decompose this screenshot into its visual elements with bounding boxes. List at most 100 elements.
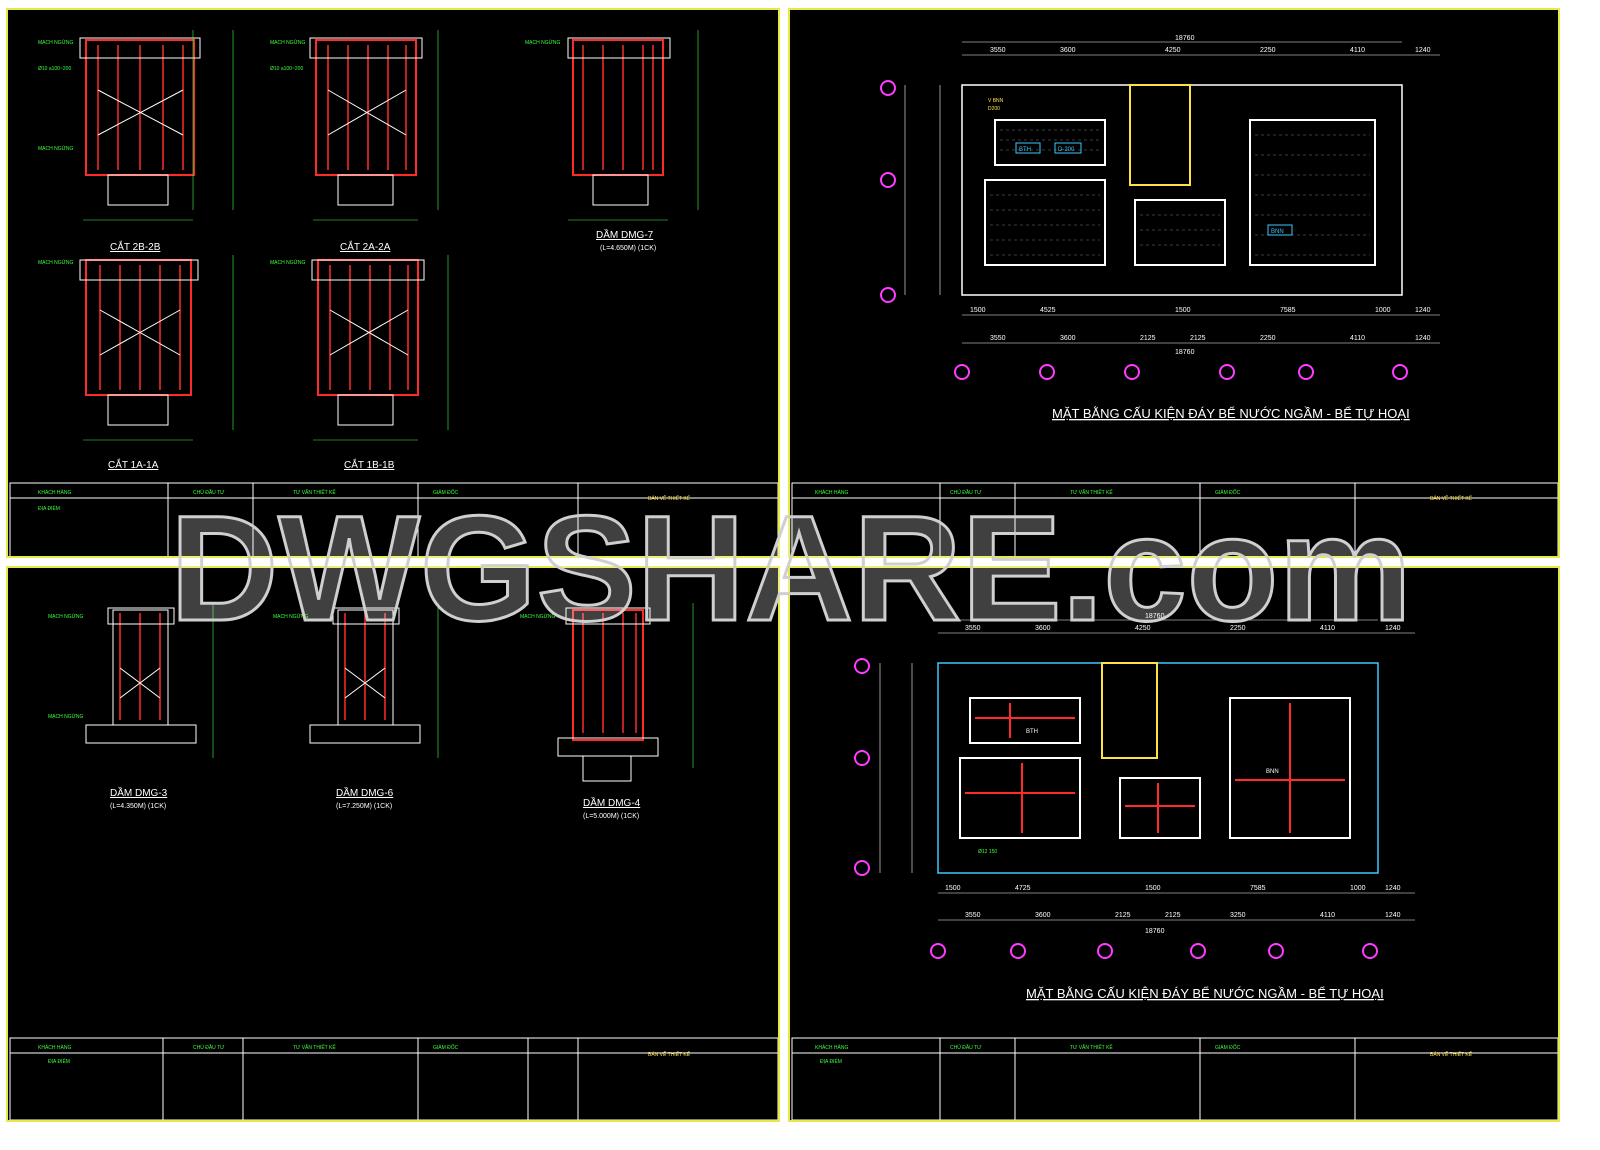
svg-text:MẠCH NGỪNG: MẠCH NGỪNG bbox=[270, 39, 305, 46]
owner-label: KHÁCH HÀNG bbox=[815, 489, 848, 496]
svg-text:MẠCH NGỪNG: MẠCH NGỪNG bbox=[520, 613, 555, 620]
section-2b: MẠCH NGỪNG Ø10 a100~200 MẠCH NGỪNG CẮT 2… bbox=[38, 30, 234, 253]
drawing-label: BẢN VẼ THIẾT KẾ bbox=[1430, 1051, 1473, 1058]
dim-bottom: 2125 bbox=[1115, 912, 1131, 919]
dim-bottom: 4110 bbox=[1350, 335, 1365, 342]
overall-dimension: 18760 bbox=[1175, 349, 1195, 356]
dim-bottom: 1500 bbox=[945, 885, 961, 892]
dim-top: 4110 bbox=[1320, 625, 1335, 632]
dim-top: 4250 bbox=[1165, 47, 1181, 54]
consultant-label: TƯ VẤN THIẾT KẾ bbox=[293, 489, 336, 496]
dim-bottom: 1240 bbox=[1385, 885, 1401, 892]
section-1b: MẠCH NGỪNG CẮT 1B-1B bbox=[270, 255, 449, 471]
consultant-label: TƯ VẤN THIẾT KẾ bbox=[293, 1044, 336, 1051]
grid-bubbles bbox=[854, 658, 1378, 959]
section-title: DẦM DMG-6 bbox=[336, 786, 394, 799]
sheet-top-left-drawing: MẠCH NGỪNG Ø10 a100~200 MẠCH NGỪNG CẮT 2… bbox=[9, 30, 778, 556]
dim-top: 3550 bbox=[965, 625, 981, 632]
dim-bottom: 1240 bbox=[1415, 307, 1431, 314]
section-subtitle: (L=4.650M) (1CK) bbox=[600, 245, 656, 252]
investor-label: CHỦ ĐẦU TƯ bbox=[950, 489, 982, 496]
consultant-label: TƯ VẤN THIẾT KẾ bbox=[1070, 1044, 1113, 1051]
director-label: GIÁM ĐỐC bbox=[433, 489, 459, 496]
investor-label: CHỦ ĐẦU TƯ bbox=[193, 1044, 225, 1051]
dim-bottom: 2125 bbox=[1190, 335, 1206, 342]
dim-bottom: 7585 bbox=[1250, 885, 1266, 892]
tag: D200 bbox=[988, 106, 1000, 112]
section-title: CẮT 1B-1B bbox=[344, 458, 395, 471]
investor-label: CHỦ ĐẦU TƯ bbox=[950, 1044, 982, 1051]
dim-top: 3600 bbox=[1035, 625, 1051, 632]
section-title: DẦM DMG-3 bbox=[110, 786, 168, 799]
dim-top: 3550 bbox=[990, 47, 1006, 54]
svg-text:MẠCH NGỪNG: MẠCH NGỪNG bbox=[38, 259, 73, 266]
tag: D-200 bbox=[1058, 147, 1075, 153]
svg-text:MẠCH NGỪNG: MẠCH NGỪNG bbox=[270, 259, 305, 266]
svg-text:MẠCH NGỪNG: MẠCH NGỪNG bbox=[38, 39, 73, 46]
dim-bottom: 2125 bbox=[1140, 335, 1156, 342]
sheet-bottom-right[interactable]: 18760 3550 3600 4250 2250 4110 1240 1500… bbox=[788, 566, 1560, 1122]
dim-bottom: 3600 bbox=[1060, 335, 1076, 342]
sheet-bottom-left[interactable]: MẠCH NGỪNG MẠCH NGỪNG DẦM DMG-3 (L=4.350… bbox=[6, 566, 780, 1122]
svg-text:MẠCH NGỪNG: MẠCH NGỪNG bbox=[525, 39, 560, 46]
drawing-label: BẢN VẼ THIẾT KẾ bbox=[648, 495, 691, 502]
dim-bottom: 4110 bbox=[1320, 912, 1335, 919]
dim-bottom: 3550 bbox=[990, 335, 1006, 342]
dim-bottom: 3550 bbox=[965, 912, 981, 919]
location-label: ĐỊA ĐIỂM bbox=[38, 505, 60, 512]
location-label: ĐỊA ĐIỂM bbox=[820, 1058, 842, 1065]
dim-top: 4110 bbox=[1350, 47, 1365, 54]
dim-bottom: 4725 bbox=[1015, 885, 1031, 892]
overall-dimension: 18760 bbox=[1175, 35, 1195, 42]
dim-bottom: 1000 bbox=[1375, 307, 1391, 314]
tag: Ø12 150 bbox=[978, 849, 997, 855]
svg-text:MẠCH NGỪNG: MẠCH NGỪNG bbox=[38, 145, 73, 152]
investor-label: CHỦ ĐẦU TƯ bbox=[193, 489, 225, 496]
section-dmg4: MẠCH NGỪNG DẦM DMG-4 (L=5.000M) (1CK) bbox=[520, 603, 694, 820]
sheet-top-right-drawing: 18760 3550 3600 4250 2250 4110 1240 1500… bbox=[791, 35, 1558, 556]
director-label: GIÁM ĐỐC bbox=[433, 1044, 459, 1051]
dim-bottom: 2250 bbox=[1260, 335, 1276, 342]
dim-bottom: 1240 bbox=[1385, 912, 1401, 919]
dim-bottom: 1000 bbox=[1350, 885, 1366, 892]
hatch bbox=[990, 129, 1370, 256]
dim-top: 1240 bbox=[1385, 625, 1401, 632]
sheet-bottom-left-drawing: MẠCH NGỪNG MẠCH NGỪNG DẦM DMG-3 (L=4.350… bbox=[9, 603, 778, 1120]
section-title: CẮT 1A-1A bbox=[108, 458, 159, 471]
section-1a: MẠCH NGỪNG CẮT 1A-1A bbox=[38, 255, 234, 471]
dim-top: 2250 bbox=[1230, 625, 1246, 632]
section-dmg3: MẠCH NGỪNG MẠCH NGỪNG DẦM DMG-3 (L=4.350… bbox=[48, 603, 214, 810]
section-title: DẦM DMG-4 bbox=[583, 796, 641, 809]
section-2a: MẠCH NGỪNG Ø10 a100~200 CẮT 2A-2A bbox=[270, 30, 439, 253]
tag: BTH bbox=[1026, 729, 1038, 735]
dim-bottom: 1500 bbox=[1175, 307, 1191, 314]
section-subtitle: (L=7.250M) (1CK) bbox=[336, 803, 392, 810]
svg-text:Ø10 a100~200: Ø10 a100~200 bbox=[38, 66, 71, 72]
dim-bottom: 1240 bbox=[1415, 335, 1431, 342]
dim-top: 4250 bbox=[1135, 625, 1151, 632]
drawing-label: BẢN VẼ THIẾT KẾ bbox=[648, 1051, 691, 1058]
sheet-top-right[interactable]: 18760 3550 3600 4250 2250 4110 1240 1500… bbox=[788, 8, 1560, 558]
dim-bottom: 1500 bbox=[1145, 885, 1161, 892]
location-label: ĐỊA ĐIỂM bbox=[48, 1058, 70, 1065]
section-dmg7: MẠCH NGỪNG DẦM DMG-7 (L=4.650M) (1CK) bbox=[525, 30, 699, 252]
tag: V BNN bbox=[988, 98, 1004, 104]
dim-top: 1240 bbox=[1415, 47, 1431, 54]
section-subtitle: (L=5.000M) (1CK) bbox=[583, 813, 639, 820]
section-subtitle: (L=4.350M) (1CK) bbox=[110, 803, 166, 810]
plan-title: MẶT BẰNG CẤU KIỆN ĐÁY BỂ NƯỚC NGẦM - BỂ … bbox=[1052, 406, 1410, 421]
sheet-top-left[interactable]: MẠCH NGỪNG Ø10 a100~200 MẠCH NGỪNG CẮT 2… bbox=[6, 8, 780, 558]
overall-dimension: 18760 bbox=[1145, 613, 1165, 620]
title-block: KHÁCH HÀNG ĐỊA ĐIỂM CHỦ ĐẦU TƯ TƯ VẤN TH… bbox=[791, 1037, 1558, 1120]
dim-bottom: 2125 bbox=[1165, 912, 1181, 919]
overall-dimension: 18760 bbox=[1145, 928, 1165, 935]
title-block: KHÁCH HÀNG ĐỊA ĐIỂM CHỦ ĐẦU TƯ TƯ VẤN TH… bbox=[9, 482, 778, 556]
tag: BNN bbox=[1266, 769, 1279, 775]
dim-bottom: 7585 bbox=[1280, 307, 1296, 314]
director-label: GIÁM ĐỐC bbox=[1215, 1044, 1241, 1051]
section-title: CẮT 2B-2B bbox=[110, 240, 161, 253]
director-label: GIÁM ĐỐC bbox=[1215, 489, 1241, 496]
sheet-bottom-right-drawing: 18760 3550 3600 4250 2250 4110 1240 1500… bbox=[791, 613, 1558, 1120]
plan-title: MẶT BẰNG CẤU KIỆN ĐÁY BỂ NƯỚC NGẦM - BỂ … bbox=[1026, 986, 1384, 1001]
dim-top: 2250 bbox=[1260, 47, 1276, 54]
